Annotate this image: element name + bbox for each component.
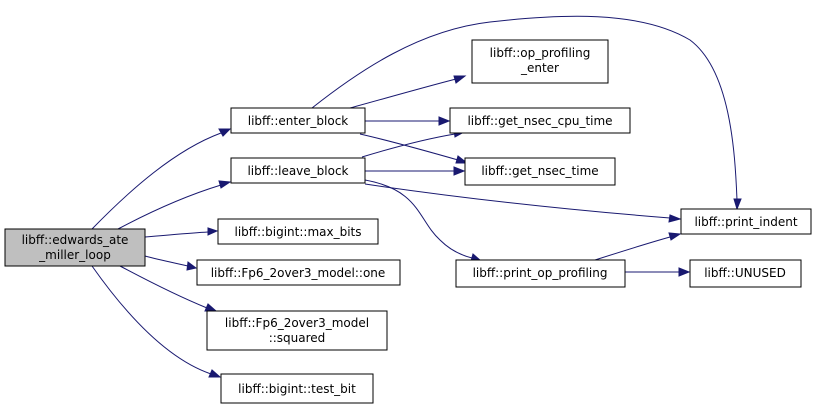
node-get-nsec-cpu-time[interactable]: libff::get_nsec_cpu_time <box>449 107 631 134</box>
node-unused[interactable]: libff::UNUSED <box>689 259 802 288</box>
node-squared[interactable]: libff::Fp6_2over3_model ::squared <box>206 310 388 351</box>
edge-print-op-profiling-unused <box>625 267 691 277</box>
edge-leave-block-print-indent <box>364 183 682 223</box>
edge-leave-block-get-nsec-time <box>365 166 466 176</box>
node-squared-label-line1: libff::Fp6_2over3_model <box>225 316 369 330</box>
edge-enter-block-get-nsec-time <box>359 133 469 164</box>
node-enter-block-label: libff::enter_block <box>248 114 349 128</box>
node-max-bits-label: libff::bigint::max_bits <box>235 225 362 239</box>
edge-enter-block-op-profiling-enter <box>349 75 467 109</box>
node-print-indent-label: libff::print_indent <box>694 215 797 229</box>
node-get-nsec-cpu-time-label: libff::get_nsec_cpu_time <box>467 114 612 128</box>
edge-root-leave-block <box>117 180 232 230</box>
node-test-bit[interactable]: libff::bigint::test_bit <box>220 373 374 404</box>
node-max-bits[interactable]: libff::bigint::max_bits <box>217 218 379 245</box>
edge-root-test-bit <box>91 265 222 378</box>
node-unused-label: libff::UNUSED <box>704 266 786 280</box>
edge-leave-block-get-nsec-cpu-time <box>361 129 466 158</box>
node-enter-block[interactable]: libff::enter_block <box>230 107 366 134</box>
node-print-op-profiling-label: libff::print_op_profiling <box>473 266 608 280</box>
node-squared-label-line2: ::squared <box>269 331 326 345</box>
node-print-op-profiling[interactable]: libff::print_op_profiling <box>455 259 626 288</box>
node-get-nsec-time[interactable]: libff::get_nsec_time <box>464 157 616 186</box>
node-one[interactable]: libff::Fp6_2over3_model::one <box>196 259 401 286</box>
node-one-label: libff::Fp6_2over3_model::one <box>211 266 386 280</box>
edge-root-max-bits <box>144 227 219 238</box>
node-root[interactable]: libff::edwards_ate _miller_loop <box>4 228 146 267</box>
node-op-profiling-enter-label-line1: libff::op_profiling <box>490 46 591 60</box>
node-op-profiling-enter-label-line2: _enter <box>520 61 559 75</box>
node-get-nsec-time-label: libff::get_nsec_time <box>481 164 598 178</box>
node-leave-block[interactable]: libff::leave_block <box>230 157 366 184</box>
edge-root-one <box>144 255 198 271</box>
edge-enter-block-get-nsec-cpu-time <box>365 116 451 126</box>
edge-enter-block-print-indent <box>311 15 742 211</box>
node-op-profiling-enter[interactable]: libff::op_profiling _enter <box>471 39 609 84</box>
edge-print-op-profiling-print-indent <box>594 232 682 261</box>
node-root-label-line1: libff::edwards_ate <box>22 233 129 247</box>
node-leave-block-label: libff::leave_block <box>247 164 348 178</box>
edges <box>91 15 742 378</box>
node-root-label-line2: _miller_loop <box>38 248 111 262</box>
edge-root-enter-block <box>91 128 232 230</box>
node-print-indent[interactable]: libff::print_indent <box>680 208 812 235</box>
node-test-bit-label: libff::bigint::test_bit <box>238 382 356 396</box>
